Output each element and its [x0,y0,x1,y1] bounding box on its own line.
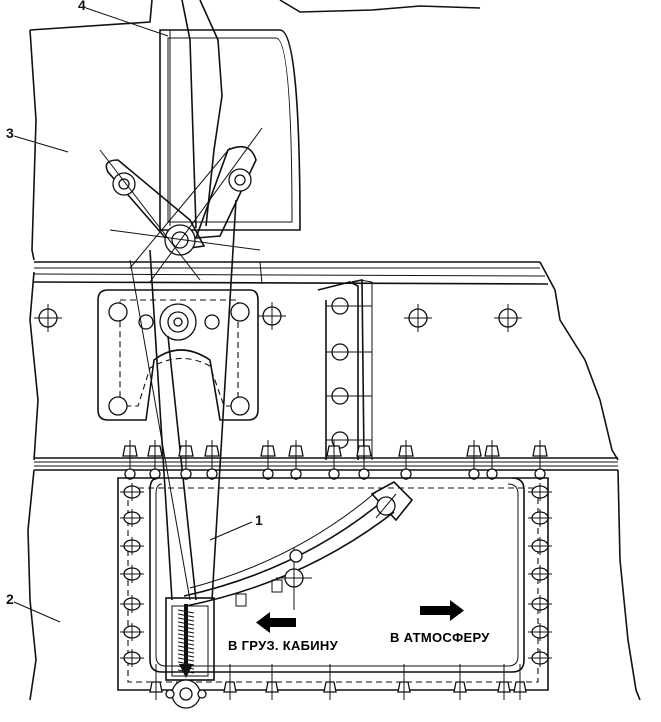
frame-side-bolts [120,483,552,667]
frame-bolt [513,664,527,700]
stringer-bolt [466,440,482,480]
frame-bolt [528,649,552,667]
lower-stringer [34,440,618,480]
frame-bolt [120,649,144,667]
frame-bolt [149,664,163,700]
frame-bottom-bolts [149,664,527,700]
stringer-bolt [122,440,138,480]
stringer-bolt [178,440,194,480]
frame-bolt [120,509,144,527]
svg-text:3: 3 [6,125,14,141]
vertical-frame [317,279,373,461]
svg-text:2: 2 [6,591,14,607]
lever-mechanism [97,0,301,601]
frame-bolt [120,483,144,501]
stringer-bolt [204,440,220,480]
stringer-bolt [532,440,548,480]
svg-text:4: 4 [78,0,86,13]
stringer-bolts [122,440,548,480]
frame-bolt [528,623,552,641]
frame-bolt [497,664,511,700]
arrow-to-atmosphere-icon [420,600,464,621]
sector-guide [183,481,414,610]
frame-bolt [120,623,144,641]
callout-1: 1 [209,512,263,541]
direction-arrows [256,600,464,633]
frame-bolt [120,595,144,613]
upper-holes [34,302,522,332]
frame-bolt [120,565,144,583]
frame-bolt [528,565,552,583]
upper-stringer [33,261,549,332]
stringer-bolt [326,440,342,480]
frame-bolt [265,664,279,700]
stringer-bolt [147,440,163,480]
panel-outline [27,0,641,701]
frame-bolt [397,664,411,700]
stringer-bolt [260,440,276,480]
frame-bolt [528,483,552,501]
frame-bolt [323,664,337,700]
frame-bolt [120,537,144,555]
screw-actuator [165,597,215,709]
callout-2: 2 [6,591,61,623]
valve-frame [117,477,552,700]
label-to-atmosphere: В АТМОСФЕРУ [390,630,490,645]
callout-3: 3 [6,125,69,153]
frame-bolt [223,664,237,700]
stringer-bolt [484,440,500,480]
frame-bolt [528,509,552,527]
frame-bolt [453,664,467,700]
frame-bolt [528,537,552,555]
stringer-bolt [288,440,304,480]
callout-4: 4 [78,0,169,37]
label-to-cargo-cabin: В ГРУЗ. КАБИНУ [228,638,339,653]
arrow-to-cargo-cabin-icon [256,612,296,633]
stringer-bolt [398,440,414,480]
svg-text:1: 1 [255,512,263,528]
frame-bolt [528,595,552,613]
stringer-bolt [356,440,372,480]
